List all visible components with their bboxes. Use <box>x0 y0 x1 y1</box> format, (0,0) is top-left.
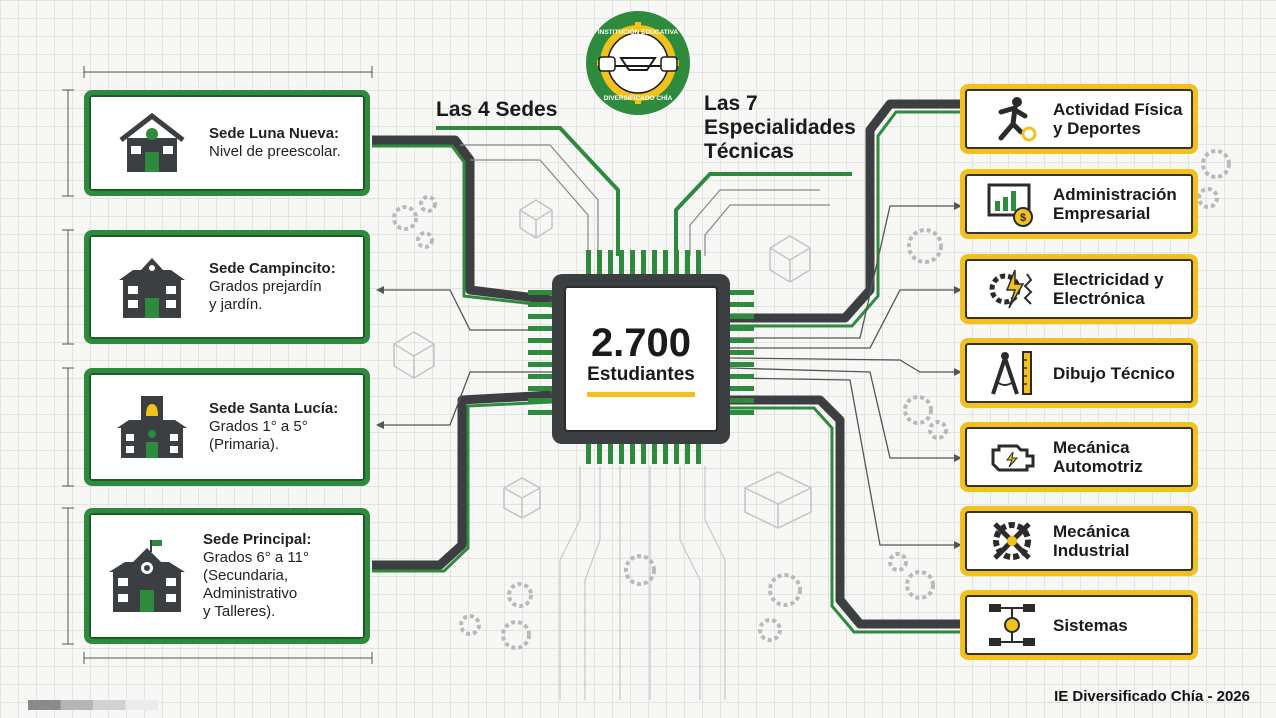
especialidad-label: Electrónica <box>1053 289 1145 308</box>
sede-desc: (Secundaria, <box>203 567 289 584</box>
especialidad-label: y Deportes <box>1053 119 1141 138</box>
especialidad-dibujo-tecnico: Dibujo Técnico <box>960 338 1198 408</box>
sede-desc: Grados 1° a 5° <box>209 418 308 435</box>
sedes-heading: Las 4 Sedes <box>436 98 558 121</box>
compass-ruler-icon <box>991 351 1032 395</box>
sede-card-principal: Sede Principal:Grados 6° a 11°(Secundari… <box>84 508 370 644</box>
tools-gear-icon <box>993 522 1031 560</box>
network-icon <box>989 604 1035 646</box>
runner-icon <box>998 97 1037 142</box>
especialidad-label: Sistemas <box>1053 615 1128 635</box>
especialidad-label: Mecánica <box>1053 438 1130 457</box>
sede-name: Sede Campincito: <box>209 260 336 277</box>
especialidad-label: Actividad Física <box>1053 100 1183 119</box>
sede-name: Sede Principal: <box>203 531 312 548</box>
sede-desc: y jardín. <box>209 296 263 313</box>
sede-card-santa-lucia: Sede Santa Lucía:Grados 1° a 5°(Primaria… <box>84 368 370 486</box>
sede-name: Sede Luna Nueva: <box>209 125 340 142</box>
especialidades-heading: Las 7 Especialidades Técnicas <box>704 92 856 163</box>
especialidad-label: Electricidad y <box>1053 270 1164 289</box>
central-chip: 2.700 Estudiantes <box>552 274 730 444</box>
bell-school-icon <box>117 396 187 458</box>
footer-credit: IE Diversificado Chía - 2026 <box>1054 688 1250 705</box>
svg-text:$: $ <box>1020 212 1026 224</box>
gear-school-icon <box>109 540 185 612</box>
sede-desc: y Talleres). <box>203 603 276 620</box>
logo-ring-top: INSTITUCIÓN EDUCATIVA <box>598 27 679 36</box>
sede-desc: (Primaria). <box>209 436 279 453</box>
footer-strip <box>28 700 158 710</box>
sede-desc: Administrativo <box>203 585 298 602</box>
especialidad-label: Industrial <box>1053 541 1130 560</box>
especialidad-label: Automotriz <box>1053 457 1143 476</box>
logo-ring-bottom: DIVERSIFICADO CHÍA <box>604 93 673 102</box>
especialidad-label: Empresarial <box>1053 204 1151 223</box>
lightning-gear-icon <box>989 269 1033 309</box>
sede-card-luna-nueva: Sede Luna Nueva:Nivel de preescolar. <box>84 90 370 196</box>
sede-desc: Grados prejardín <box>209 278 322 295</box>
especialidad-sistemas: Sistemas <box>960 590 1198 660</box>
especialidad-label: Administración <box>1053 185 1177 204</box>
house-icon <box>119 112 185 172</box>
school-logo: INSTITUCIÓN EDUCATIVA DIVERSIFICADO CHÍA <box>586 11 690 115</box>
sede-desc: Grados 6° a 11° <box>203 549 309 566</box>
chip-underline <box>587 391 695 397</box>
student-count: 2.700 <box>590 320 692 365</box>
especialidad-label: Mecánica <box>1053 522 1130 541</box>
business-chart-icon: $ <box>987 183 1033 227</box>
especialidad-label: Dibujo Técnico <box>1053 363 1175 383</box>
engine-icon <box>991 444 1035 472</box>
school-building-icon <box>119 258 185 318</box>
sede-name: Sede Santa Lucía: <box>209 400 339 417</box>
student-label: Estudiantes <box>587 363 695 385</box>
sede-desc: Nivel de preescolar. <box>209 143 341 160</box>
